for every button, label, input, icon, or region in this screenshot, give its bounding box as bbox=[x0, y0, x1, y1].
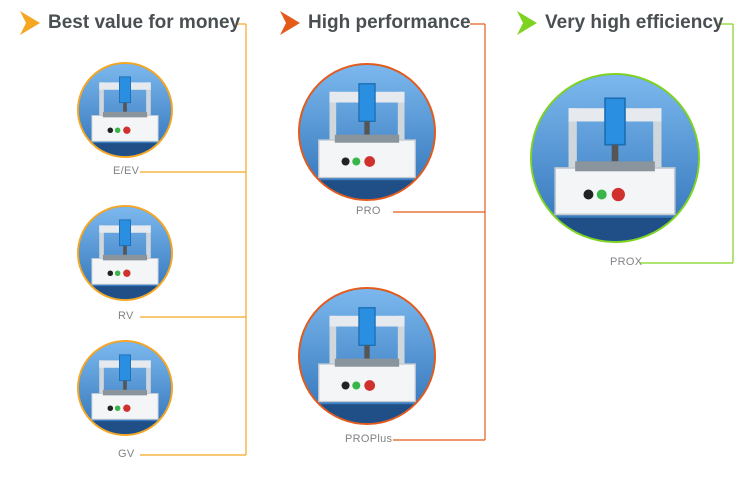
product-label-e-ev: E/EV bbox=[113, 165, 140, 177]
column-title: Best value for money bbox=[48, 12, 241, 33]
product-photo-proplus bbox=[298, 287, 436, 425]
product-photo-prox bbox=[530, 73, 700, 243]
dispensing-robot-illustration bbox=[79, 64, 171, 156]
product-label-pro: PRO bbox=[356, 205, 381, 217]
column-title: High performance bbox=[308, 12, 471, 33]
chevron-arrow-icon bbox=[517, 11, 537, 35]
dispensing-robot-illustration bbox=[79, 342, 171, 434]
column-title: Very high efficiency bbox=[545, 12, 724, 33]
chevron-arrow-icon bbox=[280, 11, 300, 35]
dispensing-robot-illustration bbox=[300, 65, 434, 199]
product-photo-rv bbox=[77, 205, 173, 301]
column-header-efficiency: Very high efficiency bbox=[515, 9, 723, 37]
column-header-performance: High performance bbox=[278, 9, 471, 37]
product-label-prox: PROX bbox=[610, 256, 643, 268]
chevron-arrow-icon bbox=[20, 11, 40, 35]
product-label-proplus: PROPlus bbox=[345, 433, 393, 445]
product-label-rv: RV bbox=[118, 310, 134, 322]
product-photo-gv bbox=[77, 340, 173, 436]
product-label-gv: GV bbox=[118, 448, 135, 460]
dispensing-robot-illustration bbox=[300, 289, 434, 423]
dispensing-robot-illustration bbox=[532, 75, 698, 241]
product-photo-e-ev bbox=[77, 62, 173, 158]
column-header-value: Best value for money bbox=[18, 9, 240, 37]
dispensing-robot-illustration bbox=[79, 207, 171, 299]
product-photo-pro bbox=[298, 63, 436, 201]
